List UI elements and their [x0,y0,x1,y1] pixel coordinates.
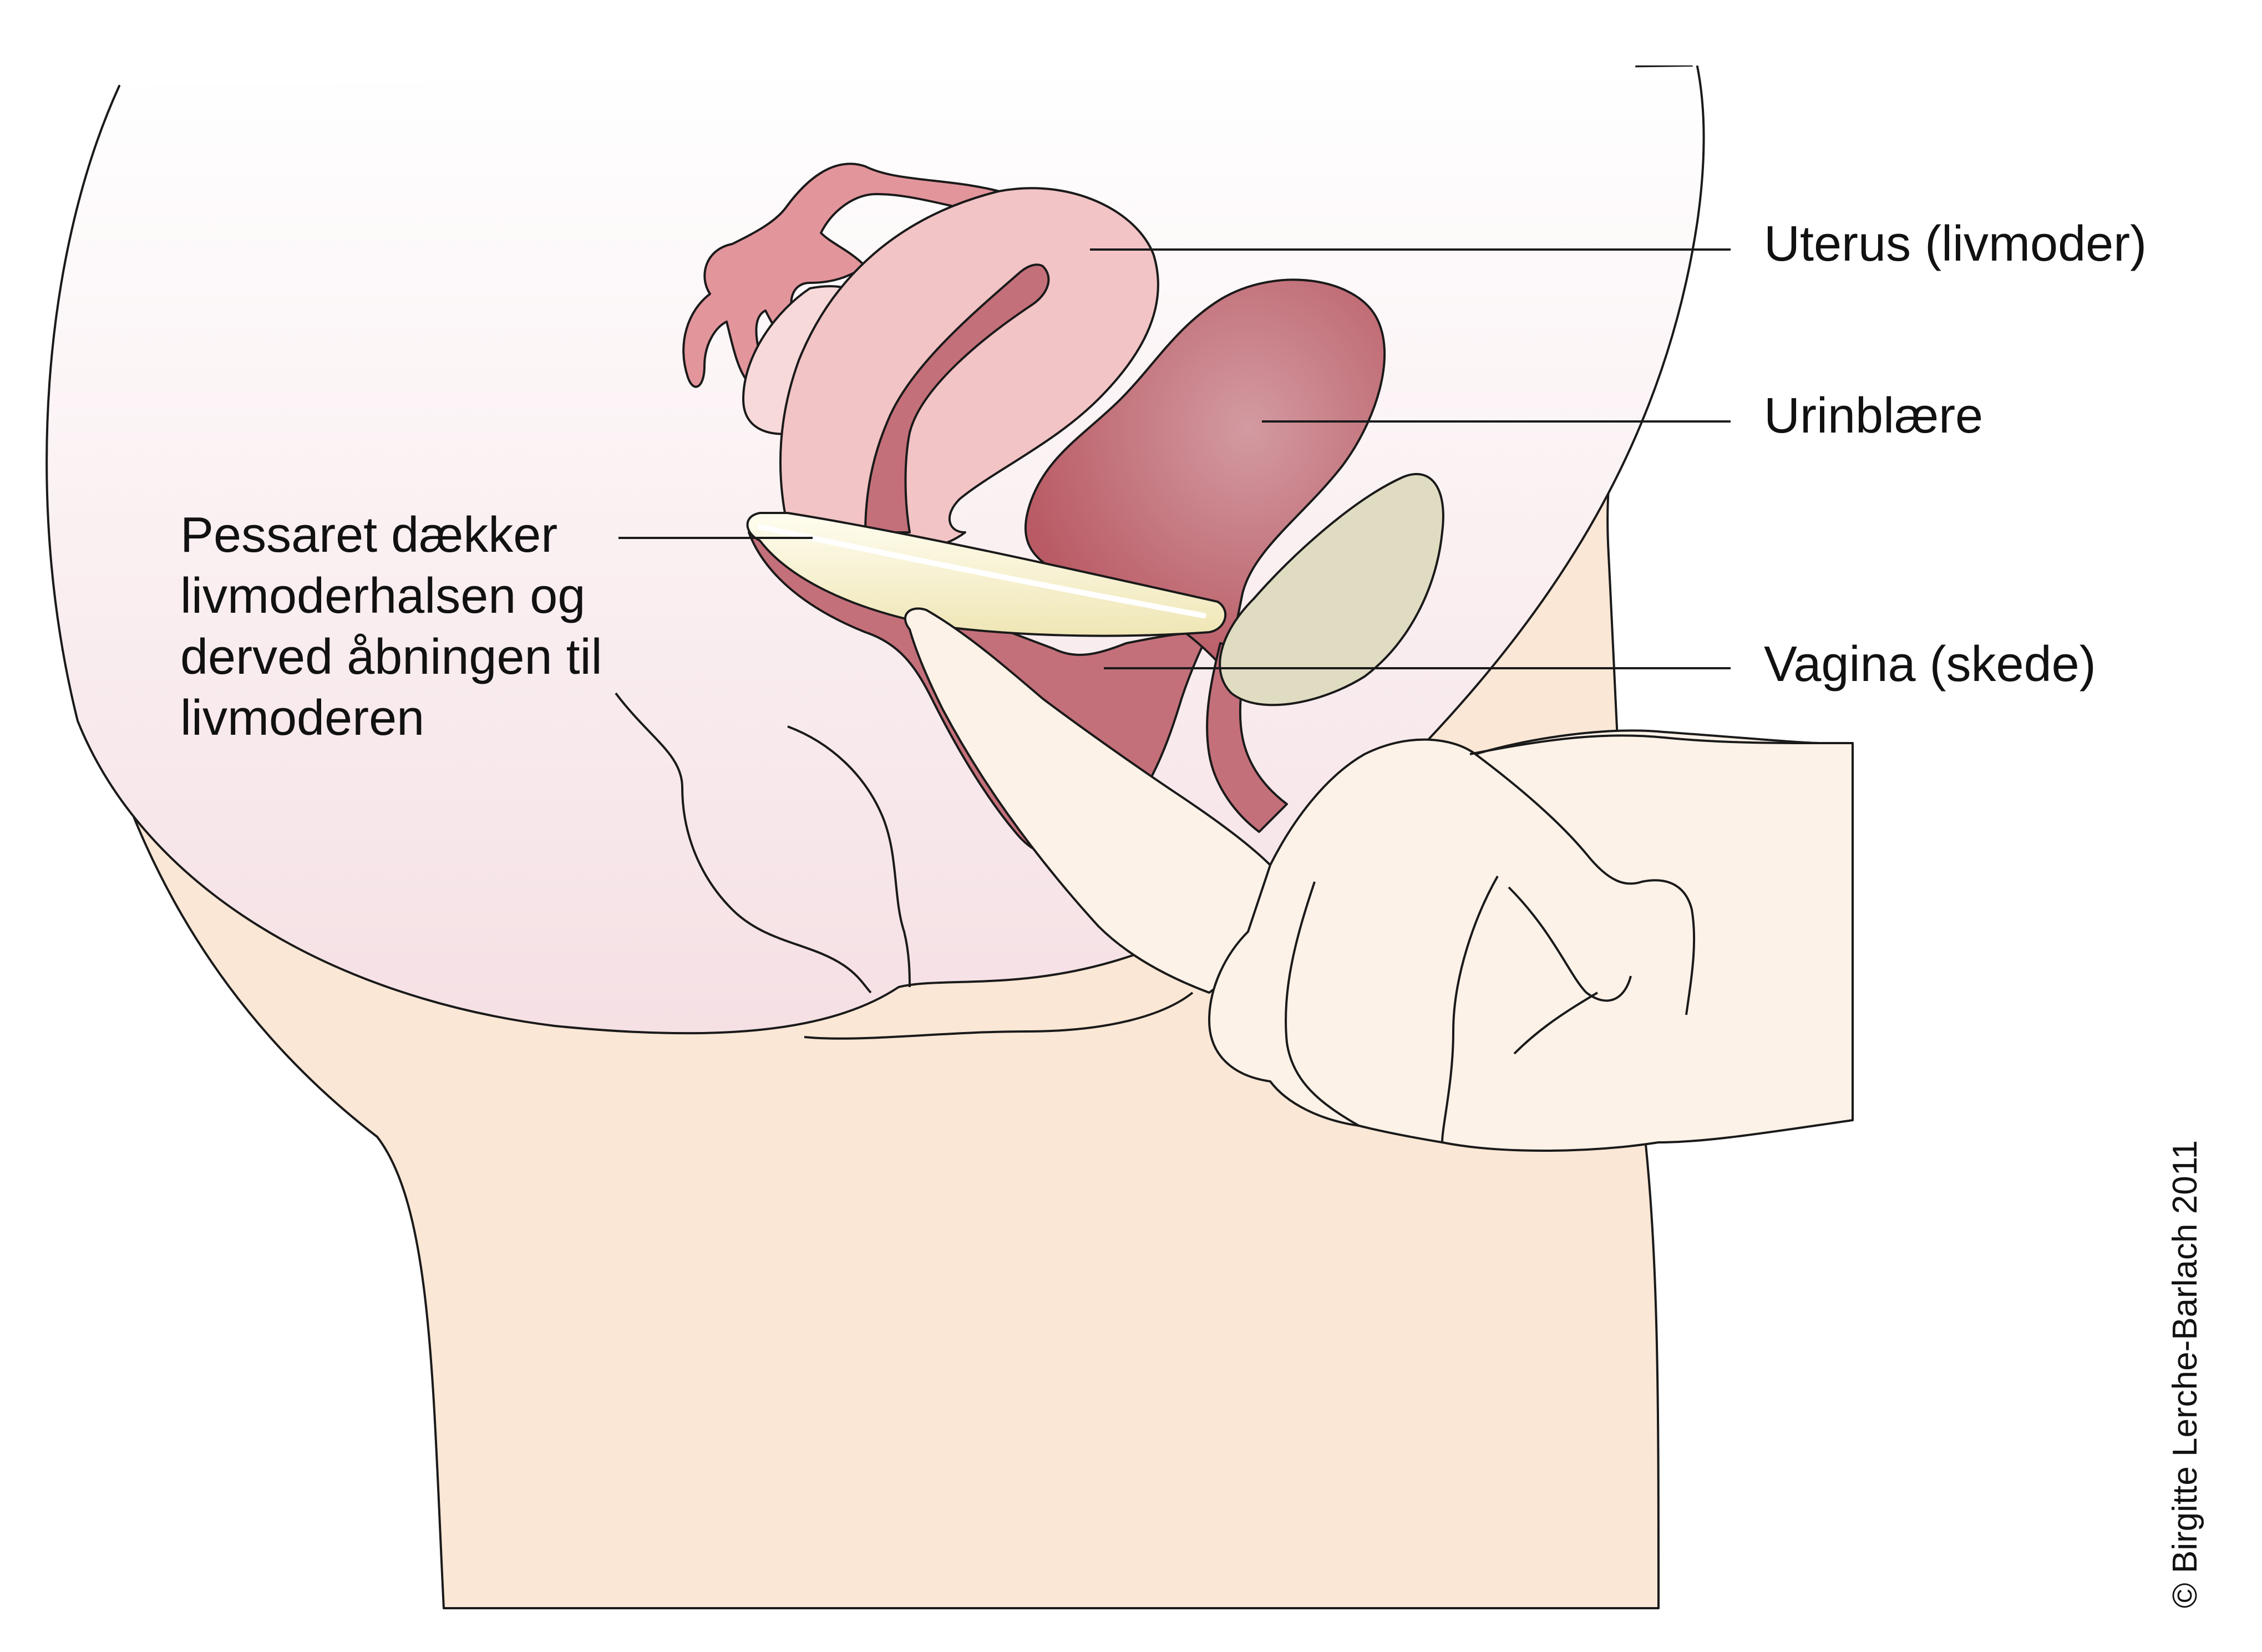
pessary-label-line-2: livmoderhalsen og [180,568,585,624]
vagina-label: Vagina (skede) [1764,637,2096,692]
soft-tissue-line-2 [787,725,911,988]
pessary-label-line-1: Pessaret dækker [180,507,557,563]
wrist-line [1469,734,1820,755]
hand-knuckle-line-1 [1285,881,1360,1127]
urethra [1206,642,1288,833]
hand-knuckle-line-4 [1508,886,1632,1002]
pubic-contour [804,992,1194,1040]
copyright-notice: © Birgitte Lerche-Barlach 2011 [2166,1140,2204,1608]
bladder-label: Urinblære [1764,388,1983,444]
rectum [1219,473,1444,706]
pessary-label-line-4: livmoderen [180,690,424,746]
hand-thumb-line [1513,992,1599,1055]
soft-tissue-line-1 [615,692,872,994]
hand-knuckle-line-3 [1441,876,1499,1143]
pessary-highlight [757,524,1206,618]
hand-fist [1208,729,1854,1152]
uterus-label: Uterus (livmoder) [1764,216,2147,272]
pessary-label-line-3: derved åbningen til [180,629,602,685]
hand-knuckle-line-2 [1474,753,1696,1015]
